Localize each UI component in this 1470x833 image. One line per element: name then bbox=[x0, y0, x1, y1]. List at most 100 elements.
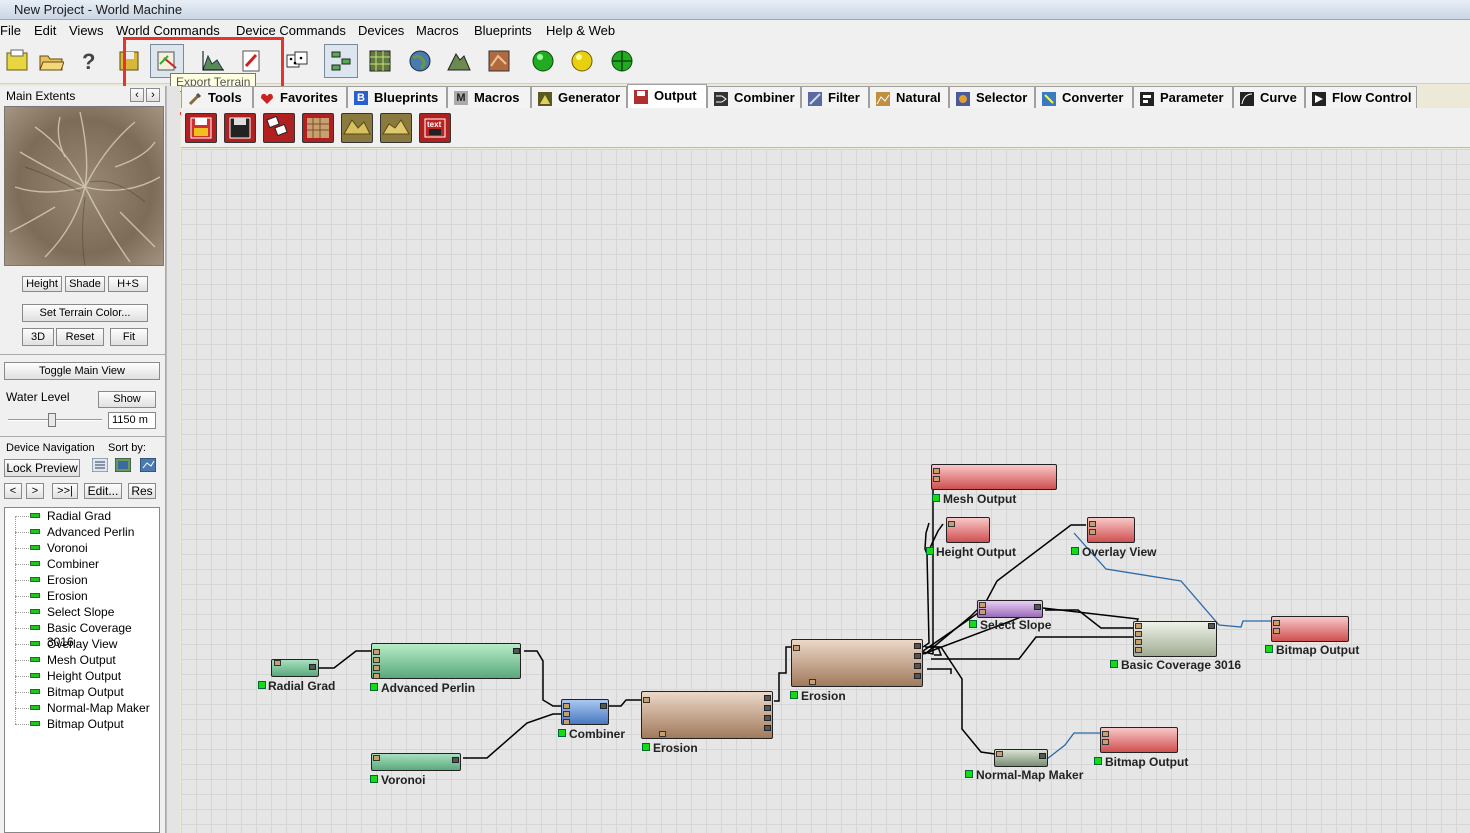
build-tiled-icon[interactable] bbox=[605, 44, 639, 78]
input-port[interactable] bbox=[373, 673, 380, 679]
preview-next-button[interactable]: › bbox=[146, 88, 160, 102]
device-tree[interactable]: Radial Grad Advanced Perlin Voronoi Comb… bbox=[4, 507, 160, 833]
input-port[interactable] bbox=[1089, 521, 1096, 527]
preview-prev-button[interactable]: ‹ bbox=[130, 88, 144, 102]
sort-list-icon[interactable] bbox=[91, 457, 109, 473]
input-port[interactable] bbox=[563, 719, 570, 725]
input-port[interactable] bbox=[809, 679, 816, 685]
open-folder-icon[interactable] bbox=[34, 44, 68, 78]
input-port[interactable] bbox=[1273, 628, 1280, 634]
terrain-3d-view-icon[interactable] bbox=[442, 44, 476, 78]
tab-natural[interactable]: Natural bbox=[869, 86, 949, 108]
tab-output[interactable]: Output bbox=[627, 84, 707, 108]
help-icon[interactable]: ? bbox=[72, 44, 106, 78]
output-port[interactable] bbox=[600, 703, 607, 709]
input-port[interactable] bbox=[979, 609, 986, 615]
output-port[interactable] bbox=[309, 664, 316, 670]
menu-device-commands[interactable]: Device Commands bbox=[236, 23, 346, 38]
output-port[interactable] bbox=[764, 715, 771, 721]
input-port[interactable] bbox=[948, 521, 955, 527]
random-seed-dice-icon[interactable] bbox=[280, 44, 314, 78]
tab-generator[interactable]: Generator bbox=[531, 86, 627, 108]
3d-button[interactable]: 3D bbox=[22, 328, 54, 346]
input-port[interactable] bbox=[373, 665, 380, 671]
edit-document-icon[interactable] bbox=[234, 44, 268, 78]
tree-item[interactable]: Voronoi bbox=[5, 540, 159, 556]
height-view-button[interactable]: Height bbox=[22, 276, 62, 292]
menu-views[interactable]: Views bbox=[69, 23, 104, 38]
input-port[interactable] bbox=[1135, 623, 1142, 629]
tree-item[interactable]: Mesh Output bbox=[5, 652, 159, 668]
tree-item[interactable]: Advanced Perlin bbox=[5, 524, 159, 540]
input-port[interactable] bbox=[979, 602, 986, 608]
bitmap-output-device-icon[interactable] bbox=[224, 113, 256, 143]
nav-next-button[interactable]: > bbox=[26, 483, 44, 499]
output-port[interactable] bbox=[914, 643, 921, 649]
device-view-icon[interactable] bbox=[324, 44, 358, 78]
tab-flow-control[interactable]: Flow Control bbox=[1305, 86, 1417, 108]
fit-button[interactable]: Fit bbox=[110, 328, 148, 346]
output-port[interactable] bbox=[1039, 753, 1046, 759]
output-port[interactable] bbox=[764, 725, 771, 731]
menu-edit[interactable]: Edit bbox=[34, 23, 57, 38]
new-project-icon[interactable] bbox=[0, 44, 34, 78]
tree-item[interactable]: Select Slope bbox=[5, 604, 159, 620]
tab-converter[interactable]: Converter bbox=[1035, 86, 1133, 108]
toggle-main-view-button[interactable]: Toggle Main View bbox=[4, 362, 160, 380]
shade-view-button[interactable]: Shade bbox=[65, 276, 105, 292]
export-terrain-icon[interactable] bbox=[150, 44, 184, 78]
water-level-input[interactable]: 1150 m bbox=[108, 412, 156, 429]
mesh-output-device-icon[interactable] bbox=[302, 113, 334, 143]
tab-parameter[interactable]: Parameter bbox=[1133, 86, 1233, 108]
tab-macros[interactable]: M Macros bbox=[447, 86, 531, 108]
edit-button[interactable]: Edit... bbox=[84, 483, 122, 499]
menu-help-web[interactable]: Help & Web bbox=[546, 23, 616, 38]
tree-item[interactable]: Bitmap Output bbox=[5, 684, 159, 700]
output-port[interactable] bbox=[1208, 623, 1215, 629]
world-view-icon[interactable] bbox=[403, 44, 437, 78]
res-button[interactable]: Res bbox=[128, 483, 156, 499]
layout-view-icon[interactable] bbox=[363, 44, 397, 78]
water-level-slider[interactable] bbox=[8, 412, 102, 428]
tab-tools[interactable]: Tools bbox=[181, 86, 253, 108]
device-graph-canvas[interactable]: Radial Grad Advanced Perlin Voronoi Comb… bbox=[181, 149, 1470, 833]
layout-view-device-icon[interactable] bbox=[380, 113, 412, 143]
set-terrain-color-button[interactable]: Set Terrain Color... bbox=[22, 304, 148, 322]
input-port[interactable] bbox=[659, 731, 666, 737]
output-port[interactable] bbox=[764, 695, 771, 701]
left-splitter[interactable] bbox=[166, 86, 180, 833]
show-water-button[interactable]: Show bbox=[98, 391, 156, 408]
lock-preview-button[interactable]: Lock Preview bbox=[4, 459, 80, 477]
tiled-output-device-icon[interactable] bbox=[263, 113, 295, 143]
menu-file[interactable]: File bbox=[0, 23, 21, 38]
input-port[interactable] bbox=[373, 657, 380, 663]
tree-item[interactable]: Overlay View bbox=[5, 636, 159, 652]
input-port[interactable] bbox=[1135, 647, 1142, 653]
input-port[interactable] bbox=[373, 755, 380, 761]
sort-graph-icon[interactable] bbox=[139, 457, 157, 473]
nav-last-button[interactable]: >>| bbox=[52, 483, 78, 499]
overlay-view-device-icon[interactable] bbox=[341, 113, 373, 143]
input-port[interactable] bbox=[563, 711, 570, 717]
tree-item[interactable]: Basic Coverage 3016 bbox=[5, 620, 159, 649]
menu-devices[interactable]: Devices bbox=[358, 23, 405, 38]
hs-view-button[interactable]: H+S bbox=[108, 276, 148, 292]
texture-view-icon[interactable] bbox=[482, 44, 516, 78]
text-output-device-icon[interactable]: text bbox=[419, 113, 451, 143]
nav-prev-button[interactable]: < bbox=[4, 483, 22, 499]
tree-item[interactable]: Erosion bbox=[5, 572, 159, 588]
output-port[interactable] bbox=[914, 653, 921, 659]
input-port[interactable] bbox=[1135, 631, 1142, 637]
input-port[interactable] bbox=[1135, 639, 1142, 645]
tree-item[interactable]: Height Output bbox=[5, 668, 159, 684]
build-green-icon[interactable] bbox=[526, 44, 560, 78]
sort-type-icon[interactable] bbox=[114, 457, 132, 473]
tab-selector[interactable]: Selector bbox=[949, 86, 1035, 108]
tree-item[interactable]: Erosion bbox=[5, 588, 159, 604]
input-port[interactable] bbox=[793, 645, 800, 651]
tree-item[interactable]: Bitmap Output bbox=[5, 716, 159, 732]
output-port[interactable] bbox=[764, 705, 771, 711]
output-port[interactable] bbox=[914, 673, 921, 679]
reset-button[interactable]: Reset bbox=[56, 328, 104, 346]
build-yellow-icon[interactable] bbox=[565, 44, 599, 78]
